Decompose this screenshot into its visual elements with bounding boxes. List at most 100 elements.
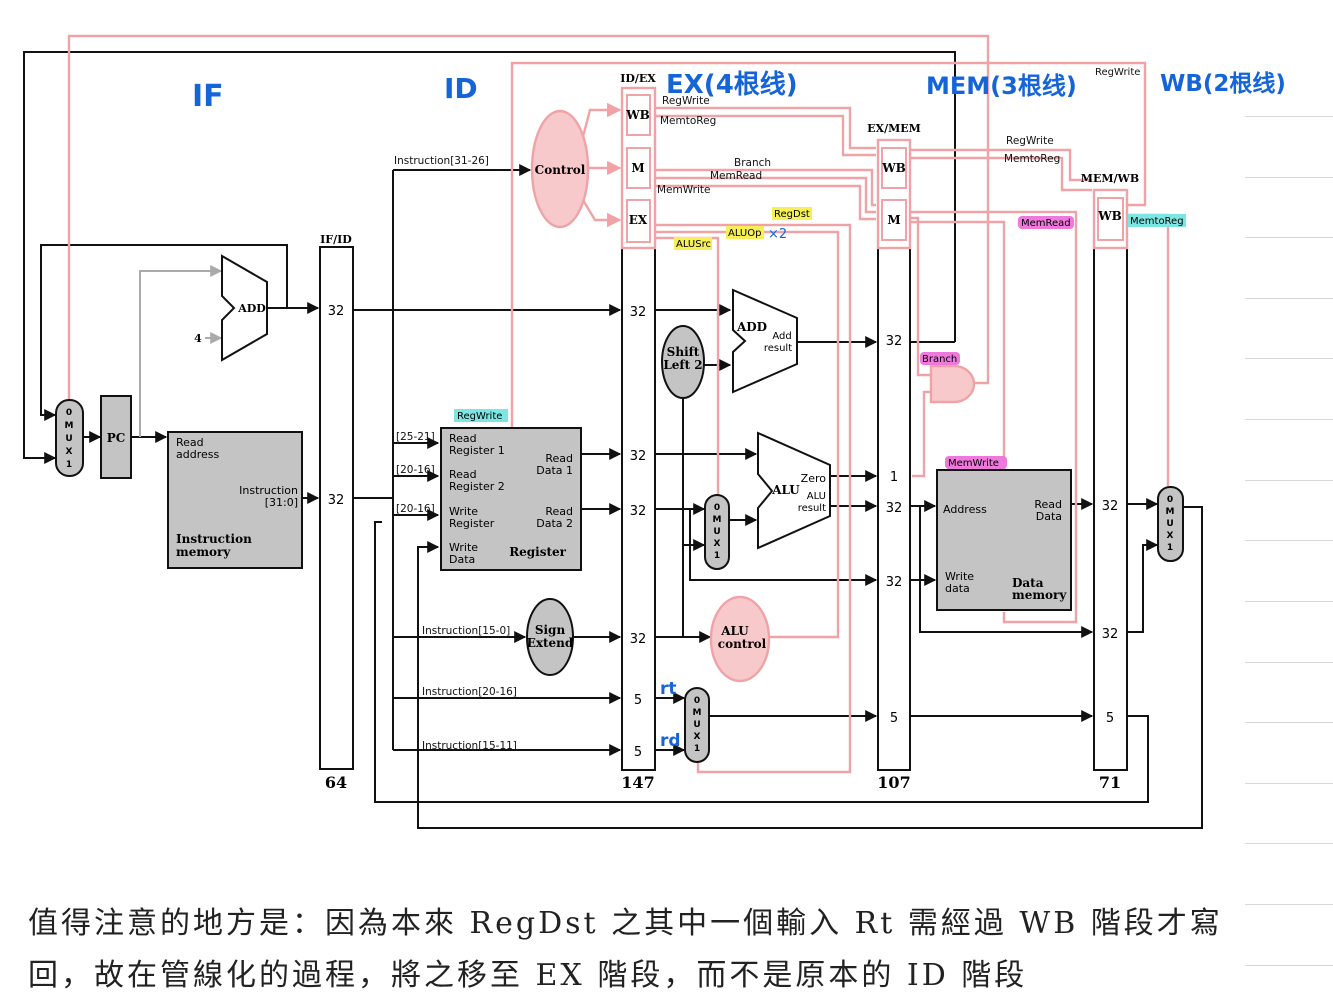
label-regdst: RegDst xyxy=(774,209,810,220)
svg-text:ALU: ALU xyxy=(720,624,749,638)
label-memtoreg-exmem: MemtoReg xyxy=(1004,153,1060,165)
svg-text:Register 2: Register 2 xyxy=(449,480,505,493)
label-memwrite-mem: MemWrite xyxy=(948,458,999,469)
highlighted-labels: RegWrite RegDst ALUOp ×2 ALUSrc MemRead … xyxy=(454,207,1186,469)
memwb-bits: 71 xyxy=(1099,773,1121,792)
svg-text:U: U xyxy=(1166,519,1173,529)
label-branch-mem: Branch xyxy=(922,354,957,365)
ifid-w2: 32 xyxy=(328,493,345,508)
svg-text:U: U xyxy=(713,527,720,537)
idex-w1: 32 xyxy=(630,305,647,320)
pc-mux: 0 M U X 1 xyxy=(55,399,84,477)
svg-text:Data: Data xyxy=(1012,576,1044,590)
pc-adder: ADD 4 xyxy=(194,254,268,362)
idex-w5: 5 xyxy=(634,693,642,708)
stage-label-if: IF xyxy=(192,79,224,114)
exmem-title: EX/MEM xyxy=(867,122,921,135)
memwb-register: MEM/WB WB 71 32 32 5 xyxy=(1081,172,1139,792)
svg-text:Address: Address xyxy=(943,503,987,516)
memwb-w3: 5 xyxy=(1106,711,1114,726)
label-regwrite-idex: RegWrite xyxy=(662,95,710,107)
label-memread-idex: MemRead xyxy=(710,170,762,182)
svg-text:0: 0 xyxy=(66,408,72,418)
svg-text:M: M xyxy=(65,421,74,431)
memwb-w2: 32 xyxy=(1102,627,1119,642)
label-instr-20-16: Instruction[20-16] xyxy=(422,686,517,698)
svg-text:Read: Read xyxy=(1034,498,1062,511)
svg-text:Register: Register xyxy=(449,517,495,530)
label-instr-15-11: Instruction[15-11] xyxy=(422,740,517,752)
datapath-wires xyxy=(23,51,1203,829)
svg-text:Write: Write xyxy=(945,570,974,583)
regdst-mux: 0 M U X 1 xyxy=(684,687,710,763)
svg-text:Register: Register xyxy=(509,545,566,559)
svg-text:Add: Add xyxy=(772,331,791,342)
label-memtoreg-wb: MemtoReg xyxy=(1130,216,1184,227)
label-memread-mem: MemRead xyxy=(1021,218,1071,229)
ifid-bits: 64 xyxy=(325,773,347,792)
alu-unit: ALU Zero ALU result xyxy=(757,431,831,550)
svg-text:X: X xyxy=(694,732,701,742)
note-line xyxy=(1245,540,1333,541)
svg-text:Read: Read xyxy=(545,452,573,465)
svg-text:address: address xyxy=(176,448,219,461)
label-20-16a: [20-16] xyxy=(396,464,435,476)
exmem-w3: 32 xyxy=(886,501,903,516)
register-file: Read Register 1 Read Register 2 Write Re… xyxy=(440,427,582,571)
idex-m: M xyxy=(631,161,644,175)
note-line xyxy=(1245,419,1333,420)
label-regwrite-id: RegWrite xyxy=(457,411,502,422)
label-aluop: ALUOp xyxy=(728,228,761,239)
svg-text:Read: Read xyxy=(449,432,477,445)
svg-text:ADD: ADD xyxy=(237,302,266,315)
idex-bits: 147 xyxy=(621,773,654,792)
svg-text:ADD: ADD xyxy=(736,320,767,334)
svg-text:data: data xyxy=(945,582,970,595)
idex-w4: 32 xyxy=(630,632,647,647)
svg-text:M: M xyxy=(693,708,702,718)
idex-w2: 32 xyxy=(630,449,647,464)
svg-text:1: 1 xyxy=(66,460,72,470)
note-line xyxy=(1245,480,1333,481)
label-rt: rt xyxy=(660,679,677,699)
svg-text:1: 1 xyxy=(1167,543,1173,553)
svg-text:Left 2: Left 2 xyxy=(663,358,702,372)
note-line xyxy=(1245,783,1333,784)
exmem-m: M xyxy=(887,213,900,227)
label-rd: rd xyxy=(660,731,681,751)
branch-and-gate xyxy=(929,364,976,404)
pc-unit: PC xyxy=(100,395,132,479)
svg-text:result: result xyxy=(798,503,826,514)
exmem-w5: 5 xyxy=(890,711,898,726)
exmem-w2: 1 xyxy=(890,470,898,485)
note-line xyxy=(1245,722,1333,723)
svg-text:memory: memory xyxy=(1012,588,1067,602)
memwb-w1: 32 xyxy=(1102,499,1119,514)
exmem-wb: WB xyxy=(881,161,906,175)
note-line xyxy=(1245,237,1333,238)
data-memory: Address Read Data Write data Data memory xyxy=(936,469,1072,611)
svg-text:Read: Read xyxy=(545,505,573,518)
label-memtoreg-idex: MemtoReg xyxy=(660,115,716,127)
svg-text:Instruction: Instruction xyxy=(176,532,252,546)
exmem-register: EX/MEM WB M 107 32 1 32 32 5 xyxy=(867,122,921,792)
idex-ex: EX xyxy=(629,213,648,227)
stage-label-id: ID xyxy=(444,72,478,105)
svg-text:ALU: ALU xyxy=(771,483,800,497)
svg-text:Zero: Zero xyxy=(801,472,827,485)
label-instr-15-0: Instruction[15-0] xyxy=(422,625,510,637)
svg-text:Extend: Extend xyxy=(527,636,574,650)
exmem-w4: 32 xyxy=(886,575,903,590)
svg-text:M: M xyxy=(1166,507,1175,517)
exmem-w1: 32 xyxy=(886,334,903,349)
idex-w6: 5 xyxy=(634,745,642,760)
svg-text:Data 2: Data 2 xyxy=(536,517,573,530)
note-line xyxy=(1245,116,1333,117)
stage-label-ex: EX(4根线) xyxy=(666,70,798,100)
svg-text:X: X xyxy=(714,539,721,549)
branch-adder: ADD Add result xyxy=(732,288,798,394)
shift-left-2-unit: Shift Left 2 xyxy=(661,325,705,399)
svg-text:Read: Read xyxy=(176,436,204,449)
svg-text:X: X xyxy=(66,447,73,457)
pc-to-adder-wire xyxy=(139,265,223,437)
